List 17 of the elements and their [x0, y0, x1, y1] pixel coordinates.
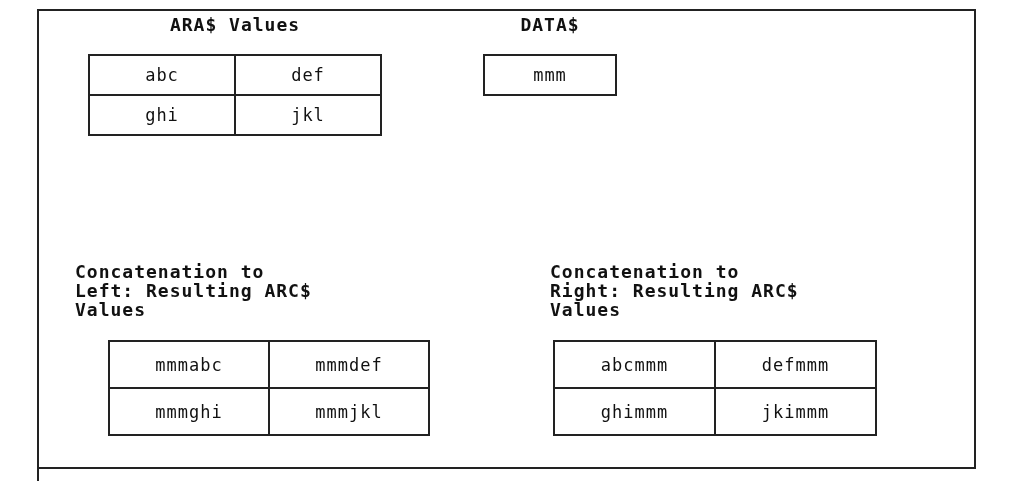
table-cell: defmmm — [714, 340, 877, 389]
table-cell: ghi — [88, 94, 236, 136]
table-cell: jkimmm — [714, 387, 877, 436]
table-cell: mmmghi — [108, 387, 270, 436]
table-cell: mmmdef — [268, 340, 430, 389]
table-cell: def — [234, 54, 382, 96]
table-heading: Concatenation to Right: Resulting ARC$ Values — [550, 262, 800, 319]
table-cell: mmmjkl — [268, 387, 430, 436]
table-heading: ARA$ Values — [168, 15, 302, 34]
table-cell: abcmmm — [553, 340, 716, 389]
table-cell: jkl — [234, 94, 382, 136]
table-cell: mmmabc — [108, 340, 270, 389]
table-cell: mmm — [483, 54, 617, 96]
table-heading: Concatenation to Left: Resulting ARC$ Values — [75, 262, 313, 319]
table-cell: abc — [88, 54, 236, 96]
table-heading: DATA$ — [519, 15, 581, 34]
table-cell: ghimmm — [553, 387, 716, 436]
